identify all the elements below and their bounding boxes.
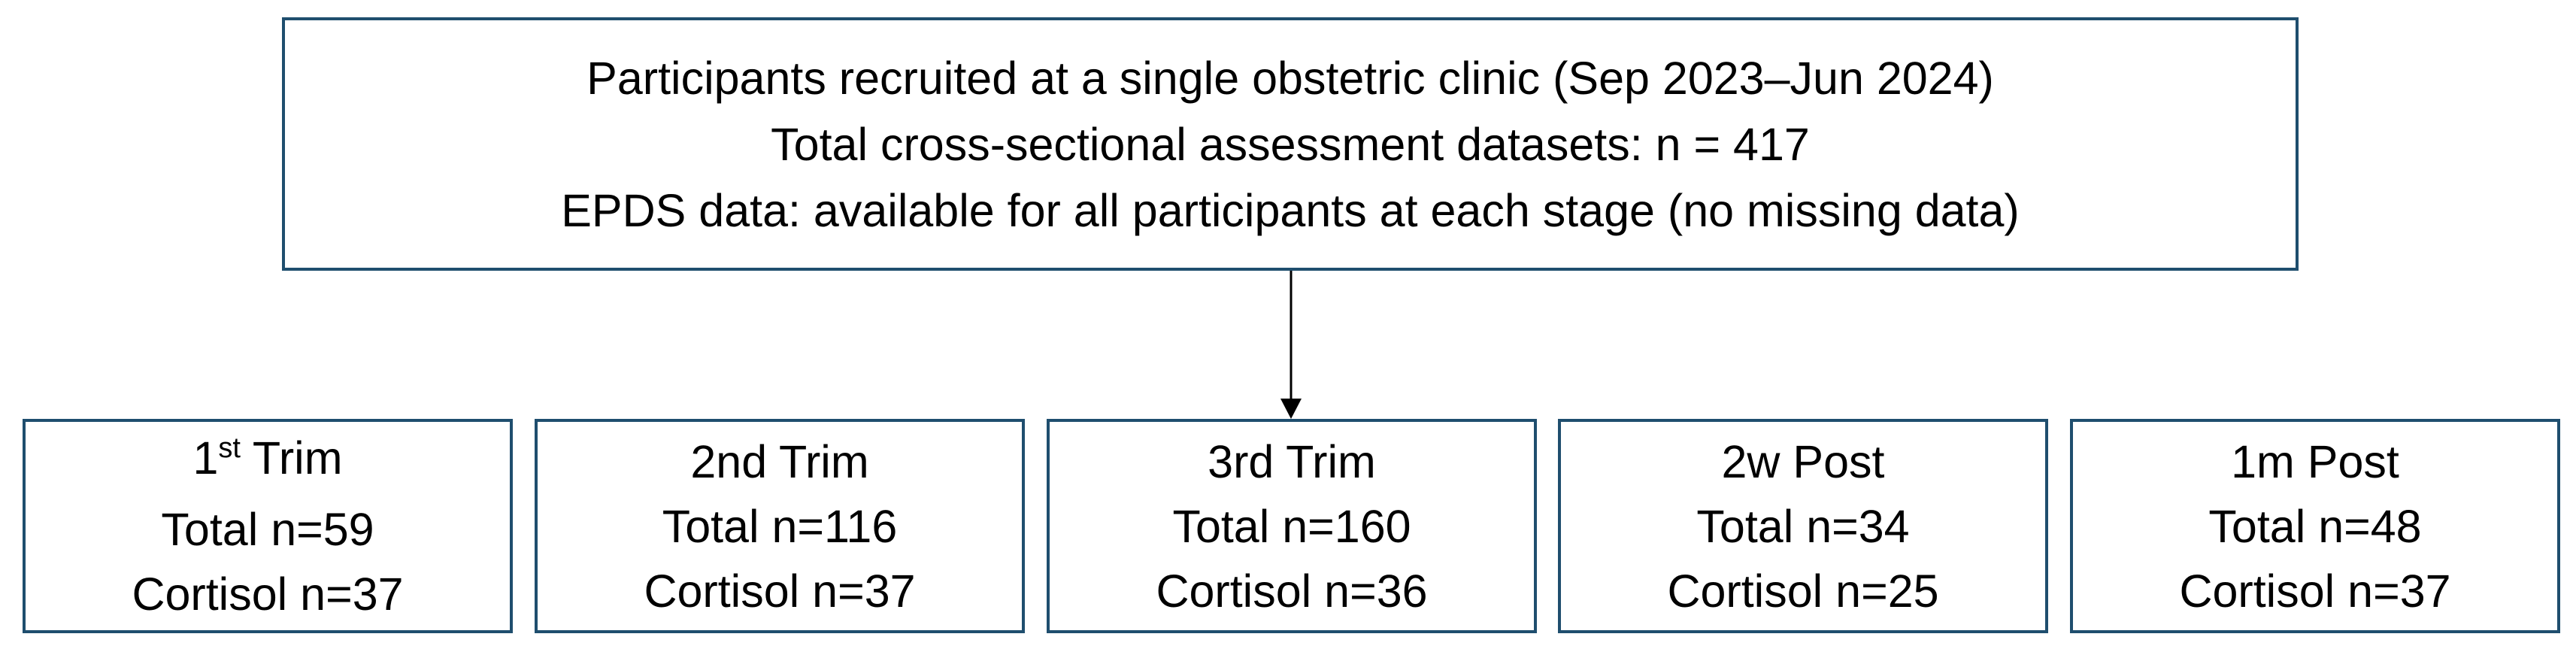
- stage-box-2w-post: 2w Post Total n=34 Cortisol n=25: [1558, 419, 2048, 633]
- stage-title-rest: Trim: [240, 432, 343, 484]
- stage-box-1st-trim: 1st Trim Total n=59 Cortisol n=37: [23, 419, 513, 633]
- stage-box-2nd-trim: 2nd Trim Total n=116 Cortisol n=37: [535, 419, 1025, 633]
- stage-cortisol: Cortisol n=25: [1667, 565, 1939, 617]
- stage-title: 2nd Trim: [690, 435, 869, 487]
- recruitment-summary-box: Participants recruited at a single obste…: [282, 17, 2299, 271]
- stage-cortisol: Cortisol n=37: [132, 569, 404, 620]
- stage-total: Total n=48: [2208, 500, 2422, 552]
- stage-title: 1st Trim: [192, 426, 342, 497]
- stage-title: 3rd Trim: [1208, 435, 1376, 487]
- stage-box-1m-post: 1m Post Total n=48 Cortisol n=37: [2070, 419, 2560, 633]
- stage-cortisol: Cortisol n=37: [2179, 565, 2451, 617]
- epds-availability-line: EPDS data: available for all participant…: [561, 184, 2020, 236]
- stage-total: Total n=34: [1696, 500, 1910, 552]
- recruitment-line: Participants recruited at a single obste…: [586, 52, 1994, 104]
- stage-cortisol: Cortisol n=36: [1156, 565, 1428, 617]
- stage-total: Total n=116: [662, 500, 898, 552]
- stage-title: 1m Post: [2231, 435, 2399, 487]
- stage-title-number: 1: [192, 432, 219, 484]
- stage-total: Total n=59: [161, 504, 374, 555]
- stage-total: Total n=160: [1172, 500, 1411, 552]
- stage-title-superscript: st: [218, 432, 241, 464]
- arrow-head: [1280, 399, 1302, 419]
- total-datasets-line: Total cross-sectional assessment dataset…: [771, 118, 1810, 170]
- stage-title: 2w Post: [1721, 435, 1885, 487]
- stage-cortisol: Cortisol n=37: [644, 565, 916, 617]
- stage-box-3rd-trim: 3rd Trim Total n=160 Cortisol n=36: [1047, 419, 1537, 633]
